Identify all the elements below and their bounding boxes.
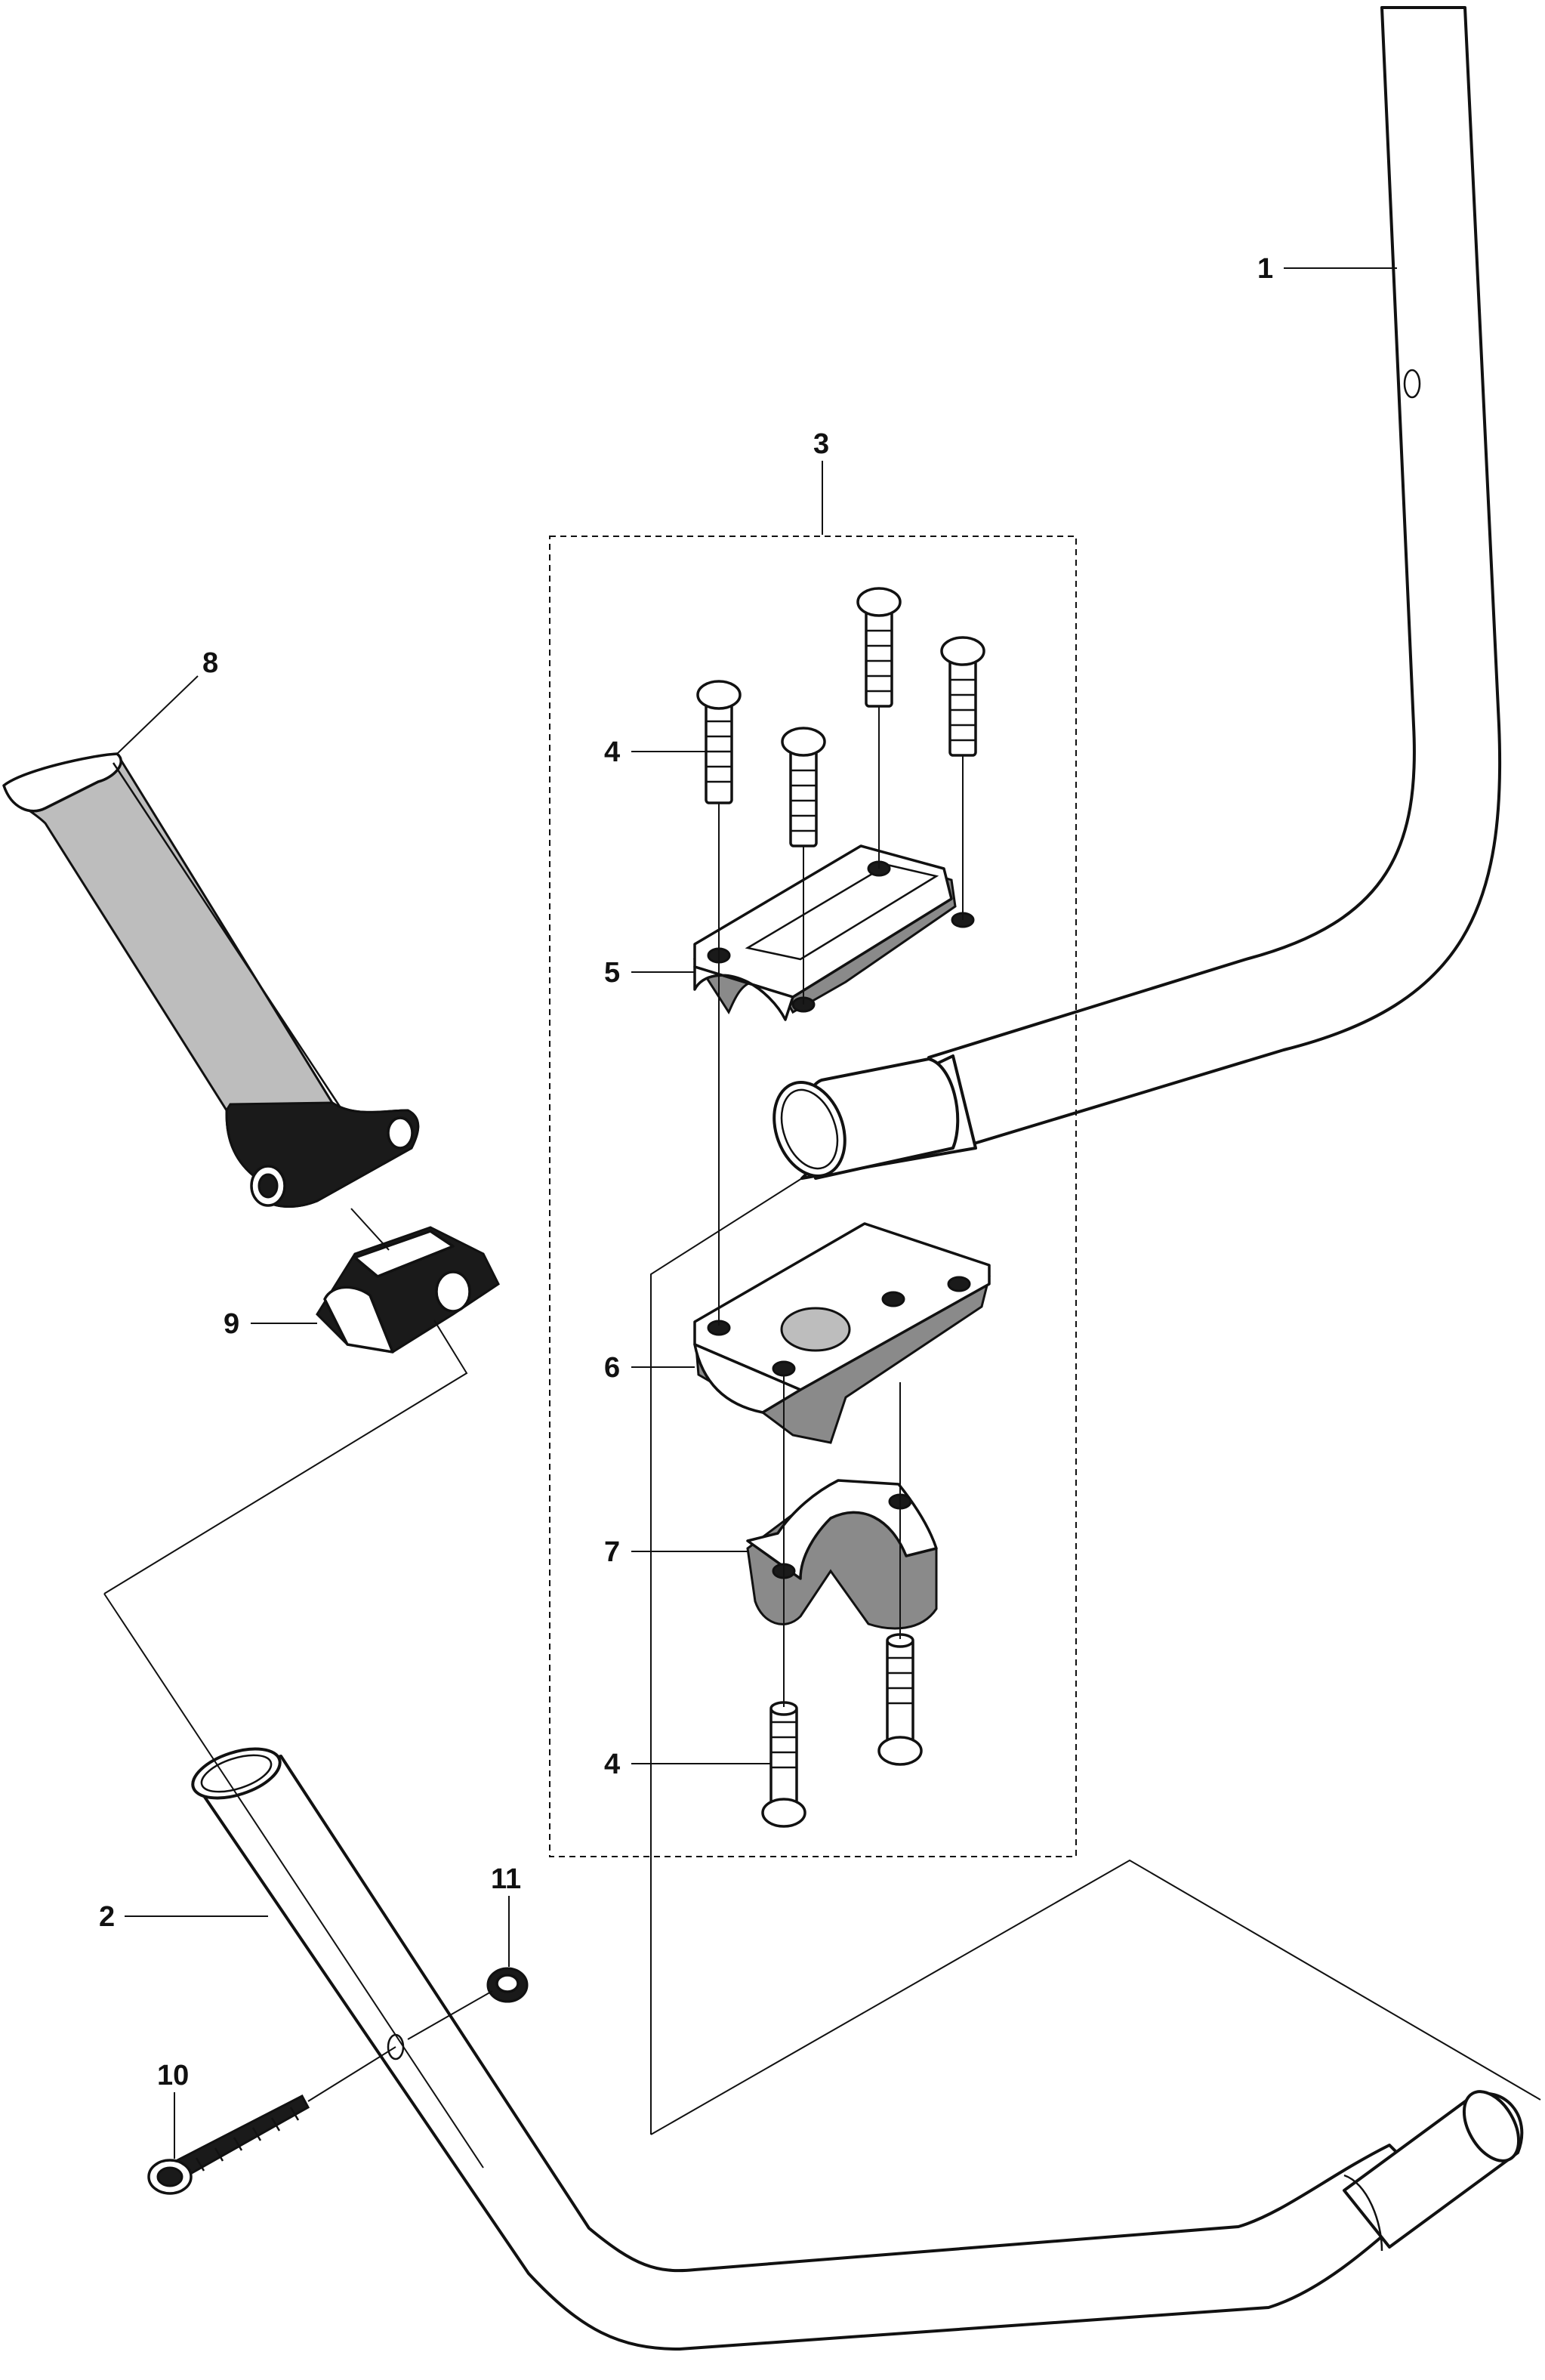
callout-5: 5 bbox=[604, 957, 695, 989]
svg-text:4: 4 bbox=[604, 736, 620, 768]
svg-text:1: 1 bbox=[1257, 253, 1273, 285]
svg-text:7: 7 bbox=[604, 1536, 620, 1568]
saddle-clamp bbox=[746, 1479, 938, 1630]
svg-text:9: 9 bbox=[224, 1308, 239, 1340]
svg-text:8: 8 bbox=[202, 647, 218, 679]
callout-1: 1 bbox=[1257, 253, 1397, 285]
callout-9: 9 bbox=[224, 1308, 317, 1340]
handle-clip bbox=[316, 1226, 500, 1354]
screw-top-2 bbox=[781, 727, 826, 847]
callout-4a: 4 bbox=[604, 736, 706, 768]
screw-bottom-1 bbox=[761, 1701, 806, 1828]
callout-11: 11 bbox=[491, 1863, 521, 1967]
grip-handle bbox=[2, 752, 420, 1208]
svg-text:6: 6 bbox=[604, 1352, 620, 1384]
callout-4b: 4 bbox=[604, 1749, 770, 1780]
svg-text:5: 5 bbox=[604, 957, 620, 989]
hex-nut bbox=[486, 1967, 529, 2003]
upper-clamp bbox=[692, 844, 975, 1021]
screw-top-4 bbox=[940, 636, 985, 757]
callout-10: 10 bbox=[157, 2060, 189, 2159]
assembly-box bbox=[549, 536, 1077, 1857]
screw-bottom-2 bbox=[877, 1633, 923, 1766]
screw-top-3 bbox=[856, 587, 902, 708]
right-handle-tube bbox=[772, 6, 1502, 1180]
callout-8: 8 bbox=[116, 647, 218, 755]
callout-2: 2 bbox=[99, 1901, 268, 1933]
svg-text:10: 10 bbox=[157, 2060, 189, 2091]
long-bolt bbox=[147, 2094, 310, 2195]
callout-6: 6 bbox=[604, 1352, 695, 1384]
lower-handle-tube bbox=[191, 1747, 1524, 2351]
screw-top-1 bbox=[696, 680, 742, 804]
assembly-lines bbox=[103, 706, 1541, 2169]
svg-text:11: 11 bbox=[491, 1863, 521, 1895]
lower-clamp bbox=[693, 1222, 991, 1444]
callout-7: 7 bbox=[604, 1536, 748, 1568]
svg-text:4: 4 bbox=[604, 1749, 620, 1780]
svg-text:3: 3 bbox=[813, 428, 829, 460]
svg-text:2: 2 bbox=[99, 1901, 115, 1933]
callout-3: 3 bbox=[813, 428, 829, 535]
